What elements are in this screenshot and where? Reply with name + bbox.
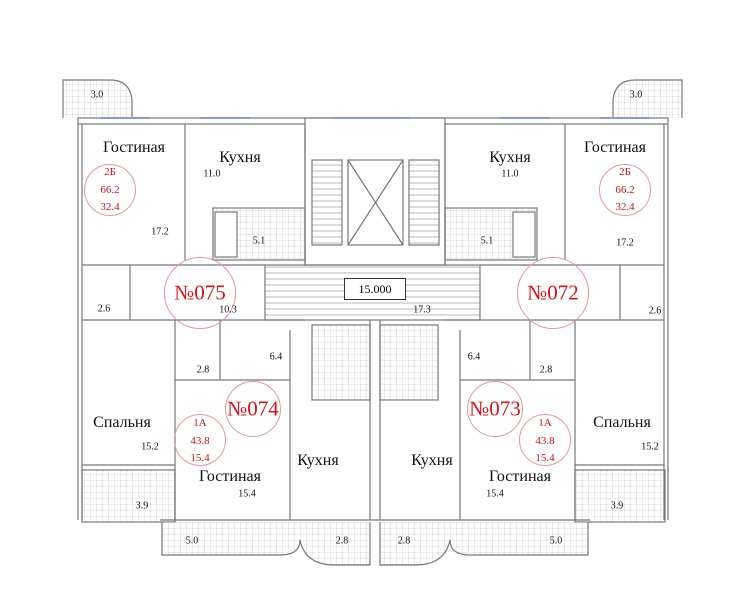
balcony-area: 5.0 — [549, 535, 563, 547]
room-label: Гостиная — [103, 139, 165, 156]
apartment-badge — [174, 414, 226, 466]
room-label: Гостиная — [489, 468, 551, 485]
apartment-number: №074 — [227, 396, 279, 421]
room-label: Спальня — [593, 414, 651, 431]
apartment-type: 2Б — [104, 166, 116, 178]
apartment-badge — [519, 414, 571, 466]
balcony-area: 3.9 — [610, 500, 624, 512]
balcony-area: 3.0 — [90, 89, 104, 101]
apartment-type: 1А — [538, 417, 552, 429]
room-area: 2.8 — [196, 364, 210, 376]
balcony-area: 5.0 — [185, 535, 199, 547]
room-label: Кухня — [297, 452, 339, 469]
room-label: Кухня — [219, 149, 261, 166]
balcony-area: 3.0 — [629, 89, 643, 101]
apartment-number-circle — [164, 257, 236, 329]
total-area: 66.2 — [100, 184, 120, 196]
room-area: 17.2 — [151, 226, 169, 238]
living-area: 15.4 — [190, 452, 210, 464]
apartment-number-circle — [467, 381, 523, 437]
room-area: 6.4 — [269, 351, 283, 363]
apartment-number-circle — [225, 381, 281, 437]
room-area: 11.0 — [501, 168, 519, 180]
room-label: Гостиная — [199, 468, 261, 485]
room-area: 5.1 — [252, 235, 266, 247]
balcony-area: 2.8 — [335, 535, 349, 547]
apartment-badge — [84, 164, 136, 216]
room-label: Гостиная — [584, 139, 646, 156]
balcony-area: 2.8 — [397, 535, 411, 547]
room-area: 2.8 — [539, 364, 553, 376]
total-area: 43.8 — [535, 435, 555, 447]
level-mark: 15.000 — [344, 278, 406, 300]
apartment-number: №075 — [174, 280, 226, 305]
room-area: 17.2 — [616, 237, 634, 249]
room-area: 2.6 — [97, 303, 111, 315]
total-area: 66.2 — [615, 184, 635, 196]
balcony-area: 3.9 — [135, 500, 149, 512]
room-area: 15.4 — [238, 488, 256, 500]
room-area: 5.1 — [480, 235, 494, 247]
apartment-type: 2Б — [619, 166, 631, 178]
room-label: Кухня — [489, 149, 531, 166]
apartment-number: №073 — [469, 396, 521, 421]
room-label: Кухня — [411, 452, 453, 469]
living-area: 32.4 — [100, 201, 120, 213]
room-area: 15.2 — [141, 441, 159, 453]
landing-area: 17.3 — [413, 304, 431, 316]
total-area: 43.8 — [190, 435, 210, 447]
room-area: 11.0 — [203, 168, 221, 180]
apartment-number-circle — [517, 257, 589, 329]
living-area: 32.4 — [615, 201, 635, 213]
apartment-number: №072 — [527, 280, 579, 305]
room-label: Спальня — [93, 414, 151, 431]
room-area: 15.2 — [641, 441, 659, 453]
room-area: 10.3 — [219, 304, 237, 316]
room-area: 6.4 — [467, 351, 481, 363]
apartment-badge — [599, 164, 651, 216]
room-area: 15.4 — [486, 488, 504, 500]
room-area: 2.6 — [648, 305, 662, 317]
apartment-type: 1А — [193, 417, 207, 429]
living-area: 15.4 — [535, 452, 555, 464]
